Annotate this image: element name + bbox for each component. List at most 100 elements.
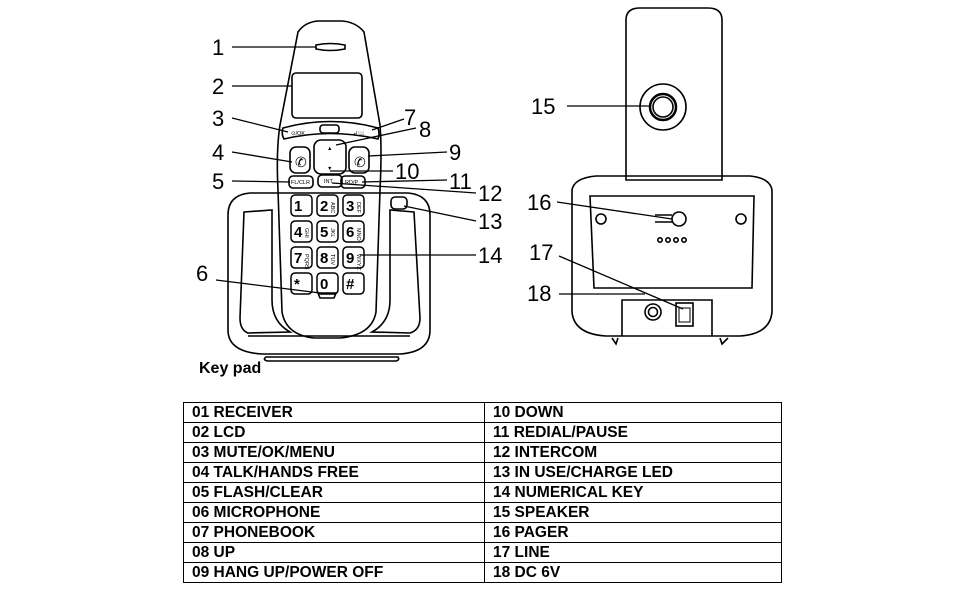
- callout-17: 17: [529, 240, 553, 265]
- table-cell: 08 UP: [183, 542, 485, 563]
- dc-jack: [644, 303, 662, 321]
- menu-center-key: [319, 124, 340, 134]
- callout-9: 9: [449, 140, 461, 165]
- callout-1: 1: [212, 35, 224, 60]
- lcd-screen: [291, 72, 363, 119]
- table-cell: 16 PAGER: [484, 522, 782, 543]
- table-cell: 05 FLASH/CLEAR: [183, 482, 485, 503]
- table-cell: 18 DC 6V: [484, 562, 782, 583]
- hangup-icon: ✆: [354, 154, 366, 170]
- keypad-key: 1: [290, 194, 313, 217]
- table-cell: 06 MICROPHONE: [183, 502, 485, 523]
- line-jack: [675, 302, 694, 327]
- callout-14: 14: [478, 243, 502, 268]
- callout-numbers: 1 2 3 4 5 6 7 8 9 10 11 12 13 14 15 16 1…: [196, 35, 555, 306]
- callout-4: 4: [212, 140, 224, 165]
- key-letters: JKL: [329, 228, 335, 237]
- callout-7: 7: [404, 105, 416, 130]
- key-letters: GHI: [303, 228, 309, 238]
- pager-button: [671, 211, 687, 227]
- callout-3: 3: [212, 106, 224, 131]
- rear-view: [571, 7, 773, 346]
- callout-18: 18: [527, 281, 551, 306]
- callout-13: 13: [478, 209, 502, 234]
- table-cell: 14 NUMERICAL KEY: [484, 482, 782, 503]
- key-digit: 6: [346, 224, 354, 241]
- leader-lines: [215, 46, 684, 310]
- talk-icon: ✆: [295, 154, 307, 170]
- key-digit: 8: [320, 250, 328, 267]
- table-cell: 01 RECEIVER: [183, 402, 485, 423]
- table-cell: 13 IN USE/CHARGE LED: [484, 462, 782, 483]
- keypad-key: *: [290, 272, 313, 295]
- callout-16: 16: [527, 190, 551, 215]
- callout-2: 2: [212, 74, 224, 99]
- key-digit: 3: [346, 198, 354, 215]
- softkey-right-label: ↲📖: [353, 130, 365, 137]
- key-digit: 4: [294, 224, 303, 241]
- table-cell: 11 REDIAL/PAUSE: [484, 422, 782, 443]
- softkey-panel: [281, 120, 380, 140]
- callout-5: 5: [212, 169, 224, 194]
- key-digit: 0: [320, 276, 328, 293]
- table-cell: 07 PHONEBOOK: [183, 522, 485, 543]
- table-cell: 12 INTERCOM: [484, 442, 782, 463]
- charge-led: [390, 196, 408, 210]
- key-digit: 9: [346, 250, 354, 267]
- key-letters: ABC: [329, 202, 335, 213]
- nav-key: [313, 139, 347, 175]
- key-letters: WXYZ: [355, 254, 361, 271]
- key-letters: MNO: [355, 228, 361, 242]
- speaker-ring: [639, 83, 687, 131]
- table-cell: 15 SPEAKER: [484, 502, 782, 523]
- front-base-station: [227, 192, 431, 362]
- key-digit: 7: [294, 250, 302, 267]
- table-cell: 04 TALK/HANDS FREE: [183, 462, 485, 483]
- intercom-key: [317, 174, 343, 188]
- key-digit: 1: [294, 198, 302, 215]
- hangup-key: [348, 146, 370, 174]
- callout-15: 15: [531, 94, 555, 119]
- table-cell: 17 LINE: [484, 542, 782, 563]
- callout-6: 6: [196, 261, 208, 286]
- key-digit: 2: [320, 198, 328, 215]
- flash-key-label: FL/CLR: [291, 180, 310, 186]
- callout-12: 12: [478, 181, 502, 206]
- table-cell: 09 HANG UP/POWER OFF: [183, 562, 485, 583]
- keypad-key: 0: [316, 272, 339, 295]
- key-digit: *: [294, 276, 300, 293]
- talk-key: [289, 146, 311, 174]
- table-cell: 03 MUTE/OK/MENU: [183, 442, 485, 463]
- keypad-caption: Key pad: [199, 360, 262, 377]
- table-cell: 02 LCD: [183, 422, 485, 443]
- key-letters: PQRS: [303, 254, 309, 270]
- redial-key-label: RD/P: [345, 180, 358, 186]
- callout-8: 8: [419, 117, 431, 142]
- key-digit: 5: [320, 224, 328, 241]
- front-handset: [276, 20, 408, 339]
- receiver-grille: [315, 42, 346, 52]
- key-letters: DEF: [355, 202, 361, 214]
- key-digit: #: [346, 276, 355, 293]
- table-cell: 10 DOWN: [484, 402, 782, 423]
